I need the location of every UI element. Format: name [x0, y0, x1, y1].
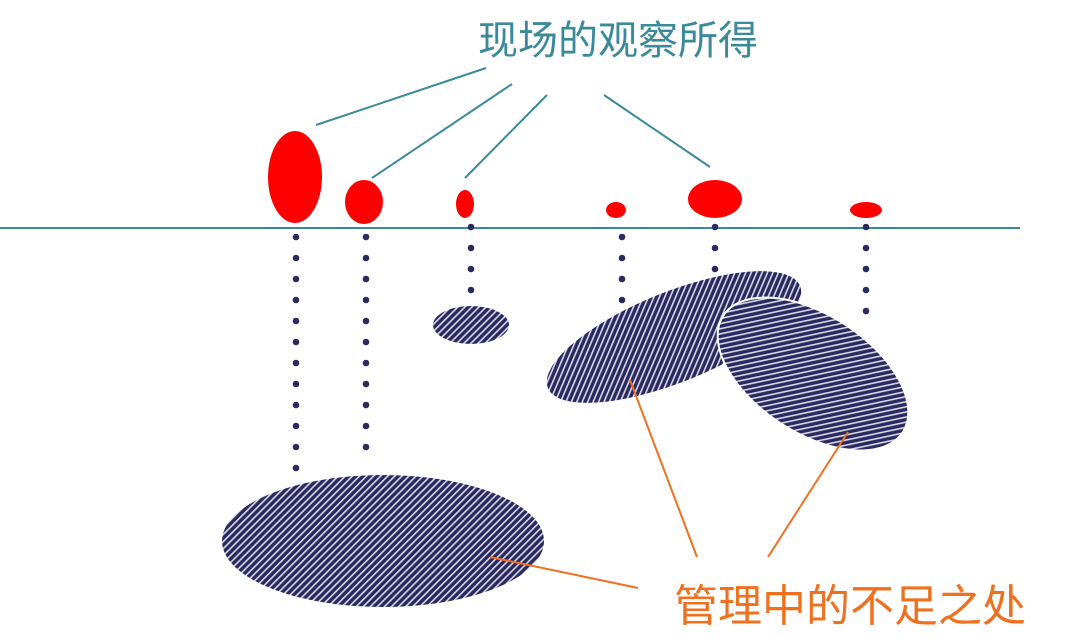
connector-dot — [362, 422, 370, 430]
connector-dot — [467, 223, 475, 231]
observation-4 — [606, 202, 626, 218]
observation-2 — [345, 180, 383, 224]
connector-dot — [292, 338, 300, 346]
leader-line — [464, 94, 548, 179]
connector-dot — [467, 286, 475, 294]
connector-dot — [292, 317, 300, 325]
leader-line — [603, 94, 711, 168]
connector-dot — [292, 359, 300, 367]
connector-dot — [618, 296, 626, 304]
dotted-connectors — [292, 223, 870, 472]
connector-dot — [862, 286, 870, 294]
leader-line — [315, 67, 487, 126]
connector-dot — [292, 443, 300, 451]
connector-dot — [467, 244, 475, 252]
deficiency-leader-lines — [489, 379, 849, 589]
observation-3 — [456, 190, 474, 218]
connector-dot — [862, 244, 870, 252]
connector-dot — [862, 223, 870, 231]
hidden-problem-small — [433, 306, 509, 344]
observations-label: 现场的观察所得 — [478, 18, 758, 64]
deficiencies-label: 管理中的不足之处 — [674, 581, 1026, 632]
connector-dot — [292, 401, 300, 409]
connector-dot — [362, 233, 370, 241]
connector-dot — [711, 223, 719, 231]
connector-dot — [362, 296, 370, 304]
leader-line — [767, 431, 849, 558]
connector-dot — [292, 275, 300, 283]
connector-dot — [292, 254, 300, 262]
connector-dot — [362, 254, 370, 262]
connector-dot — [292, 464, 300, 472]
observation-5 — [688, 180, 742, 218]
leader-line — [629, 379, 698, 558]
connector-dot — [362, 380, 370, 388]
hidden-problem-tilted-right — [716, 296, 910, 452]
connector-dot — [862, 265, 870, 273]
connector-dot — [362, 275, 370, 283]
connector-dot — [618, 275, 626, 283]
connector-dot — [292, 422, 300, 430]
leader-line — [371, 83, 513, 179]
observation-1 — [268, 131, 322, 223]
connector-dot — [292, 233, 300, 241]
observation-6 — [850, 202, 882, 218]
connector-dot — [362, 359, 370, 367]
connector-dot — [292, 296, 300, 304]
connector-dot — [362, 317, 370, 325]
connector-dot — [292, 380, 300, 388]
connector-dot — [362, 338, 370, 346]
observation-leader-lines — [315, 67, 711, 179]
connector-dot — [362, 443, 370, 451]
leader-line — [489, 556, 639, 589]
connector-dot — [618, 254, 626, 262]
connector-dot — [711, 244, 719, 252]
connector-dot — [467, 265, 475, 273]
connector-dot — [618, 233, 626, 241]
connector-dot — [711, 265, 719, 273]
connector-dot — [362, 401, 370, 409]
hidden-problem-large — [222, 475, 544, 607]
connector-dot — [862, 307, 870, 315]
